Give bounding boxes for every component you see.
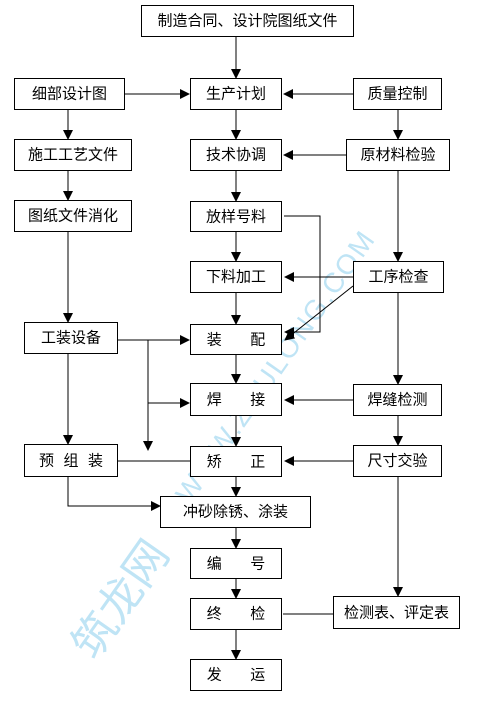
node-straighten: 矫 正 — [190, 446, 282, 477]
arrow-lofting-loop-to-assembly — [284, 215, 321, 337]
node-process-doc: 施工工艺文件 — [14, 139, 132, 171]
node-report: 检测表、评定表 — [333, 596, 460, 629]
node-quality: 质量控制 — [353, 78, 442, 110]
node-process-check: 工序检查 — [353, 261, 444, 293]
arrow-processcheck-to-assembly — [284, 285, 354, 341]
node-tech-coord: 技术协调 — [190, 139, 282, 171]
node-blasting: 冲砂除锈、涂装 — [160, 496, 311, 528]
node-material-check: 原材料检验 — [346, 139, 450, 171]
node-detail-drawing: 细部设计图 — [14, 78, 125, 110]
node-tooling: 工装设备 — [24, 322, 118, 354]
node-welding: 焊 接 — [190, 383, 282, 416]
arrow-tooling-branch-welding — [147, 340, 190, 408]
node-assembly: 装 配 — [190, 324, 282, 355]
node-final-check: 终 检 — [190, 598, 282, 630]
node-shipping: 发 运 — [190, 659, 282, 691]
node-contract: 制造合同、设计院图纸文件 — [141, 5, 354, 37]
node-plan: 生产计划 — [190, 78, 282, 110]
node-weld-test: 焊缝检测 — [353, 384, 442, 416]
node-cutting: 下料加工 — [190, 261, 282, 293]
node-drawing-digest: 图纸文件消化 — [14, 200, 132, 232]
node-numbering: 编 号 — [190, 548, 282, 579]
node-preassembly: 预 组 装 — [24, 444, 118, 477]
node-dimension-check: 尺寸交验 — [353, 445, 442, 477]
node-lofting: 放样号料 — [190, 201, 282, 232]
arrow-preassembly-to-blasting — [67, 477, 161, 511]
